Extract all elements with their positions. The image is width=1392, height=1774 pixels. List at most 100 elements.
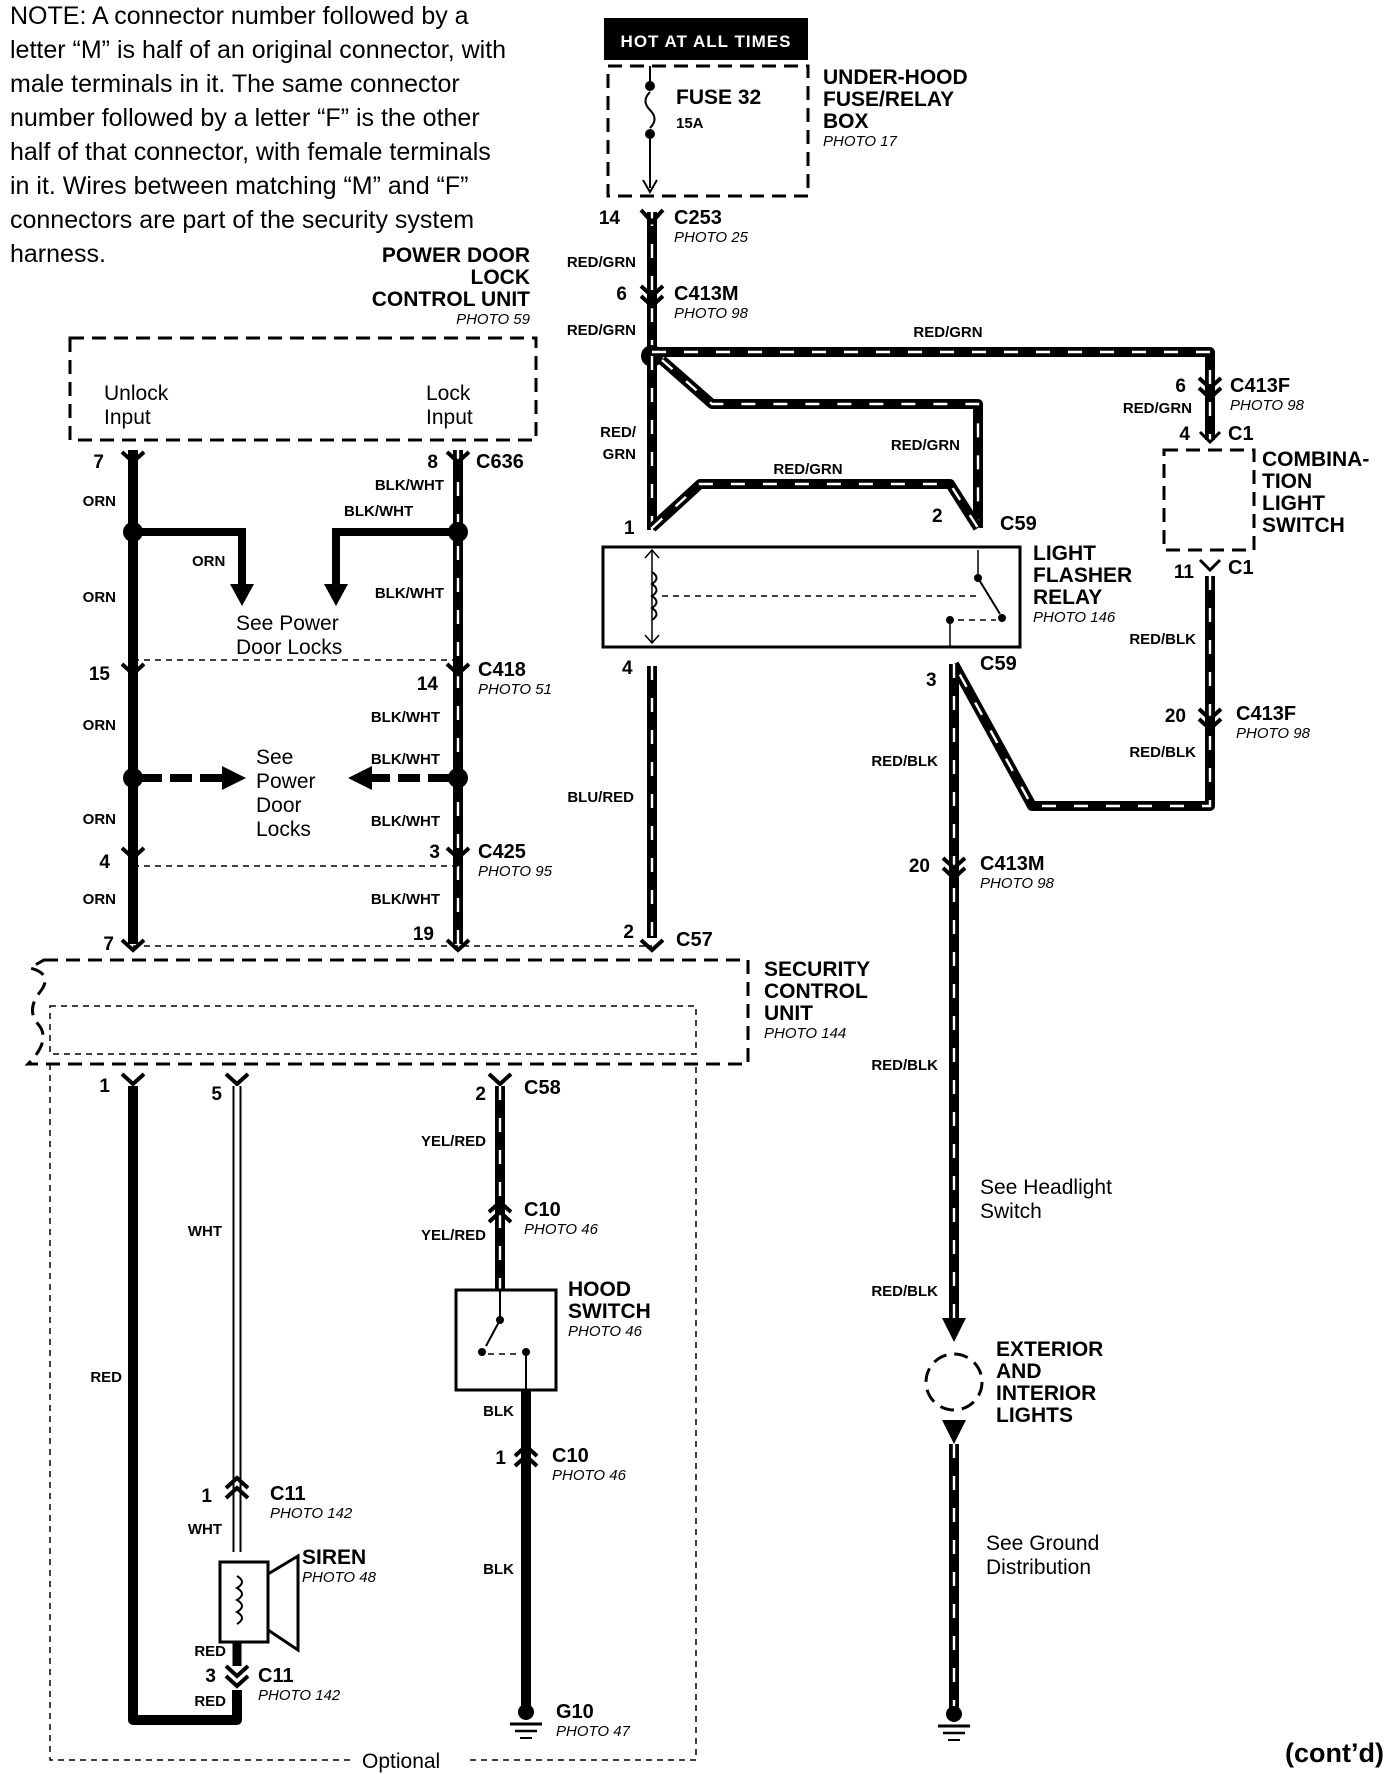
combination-light-switch-outline [1162, 448, 1256, 552]
wire-label: BLK/WHT [375, 585, 444, 602]
security-unit-inner-outline [49, 1005, 697, 1055]
c425-connector [120, 846, 471, 861]
arrow-down-icon [942, 1318, 966, 1342]
c413m-mid-pin: 20 [909, 856, 930, 877]
splice-point [448, 768, 468, 788]
c425-pin-l: 4 [99, 852, 110, 873]
c413f-mid-connector [1197, 707, 1223, 732]
c58-pin: 2 [475, 1084, 486, 1105]
wire-label: ORN [192, 553, 225, 570]
wire-label: RED [90, 1369, 122, 1386]
hood-switch-name: HOOD [568, 1278, 631, 1301]
c413m-top-connector [639, 284, 665, 309]
c418-pin-r: 14 [417, 674, 439, 695]
fuse-box-name: FUSE/RELAY [823, 88, 954, 111]
c10-top-connector [487, 1199, 513, 1224]
see-headlight-switch: See Headlight [980, 1176, 1112, 1199]
c10-bot-photo: PHOTO 46 [552, 1467, 627, 1484]
c10-bot-label: C10 [552, 1445, 589, 1467]
c413f-top-connector [1197, 376, 1223, 401]
wire-label: RED/ [600, 424, 637, 441]
c253-photo: PHOTO 25 [674, 229, 749, 246]
security-unit-name: UNIT [764, 1002, 813, 1025]
relay-name: LIGHT [1033, 542, 1096, 565]
fuse-box-outline [606, 64, 810, 198]
see-ground-distribution: Distribution [986, 1556, 1091, 1579]
c413f-mid-label: C413F [1236, 703, 1296, 725]
c413f-mid-photo: PHOTO 98 [1236, 725, 1311, 742]
c425-label: C425 [478, 841, 526, 863]
wire-label: RED/GRN [773, 461, 842, 478]
power-door-lock-unit-outline [68, 336, 538, 442]
security-unit-name: CONTROL [764, 980, 868, 1003]
see-power-door-locks-2: Door [256, 794, 302, 817]
arrow-down-icon [942, 1420, 966, 1444]
ground-icon [510, 1704, 542, 1739]
c11-bot-label: C11 [258, 1665, 294, 1687]
ext-lights-name: AND [996, 1360, 1042, 1383]
wire-label: BLK/WHT [371, 813, 440, 830]
see-power-door-locks: Door Locks [236, 636, 342, 659]
wire-label: RED [194, 1643, 226, 1660]
c59-top-pin1: 1 [624, 518, 635, 539]
relay-contacts-icon [946, 550, 1006, 647]
c58-label: C58 [524, 1077, 561, 1099]
see-power-door-locks-2: See [256, 746, 293, 769]
c413f-top-photo: PHOTO 98 [1230, 397, 1305, 414]
c11-bot-connector [224, 1664, 250, 1689]
wire-label: YEL/RED [421, 1227, 486, 1244]
note-line: half of that connector, with female term… [10, 138, 491, 166]
note-line: number followed by a letter “F” is the o… [10, 104, 480, 132]
c425-pin-r: 3 [429, 842, 440, 863]
c418-connector [120, 662, 471, 677]
c1-in-label: C1 [1228, 423, 1254, 445]
note-line: harness. [10, 240, 106, 268]
wire-label: GRN [603, 446, 636, 463]
fuse-box-name: BOX [823, 110, 869, 133]
g10-label: G10 [556, 1701, 594, 1723]
c1-out-connector [1198, 558, 1222, 573]
door-lock-unit-name: CONTROL UNIT [372, 288, 530, 311]
c11-top-photo: PHOTO 142 [270, 1505, 353, 1522]
ext-lights-name: LIGHTS [996, 1404, 1073, 1427]
see-ground-distribution: See Ground [986, 1532, 1099, 1555]
branch-orn-to-door-locks [133, 528, 254, 606]
relay-name: RELAY [1033, 586, 1102, 609]
fuse-box-name: UNDER-HOOD [823, 66, 968, 89]
c11-bot-photo: PHOTO 142 [258, 1687, 341, 1704]
wire-label: ORN [83, 891, 116, 908]
c11-bot-pin: 3 [205, 1666, 216, 1687]
wire-label: RED/GRN [567, 254, 636, 271]
hood-switch-outline [454, 1288, 558, 1392]
c413m-top-photo: PHOTO 98 [674, 305, 749, 322]
see-headlight-switch: Switch [980, 1200, 1042, 1223]
wire-red-grn-to-relay-pin2 [658, 356, 983, 528]
wire-label: RED/BLK [871, 1283, 938, 1300]
combination-switch-name: LIGHT [1262, 492, 1325, 515]
note-text: NOTE: A connector number followed by a l… [10, 2, 506, 268]
ext-lights-name: INTERIOR [996, 1382, 1096, 1405]
c636-label: C636 [476, 451, 524, 473]
wire-label: BLK/WHT [371, 709, 440, 726]
c253-label: C253 [674, 207, 722, 229]
wire-label: BLK/WHT [371, 751, 440, 768]
wire-label: RED/BLK [871, 753, 938, 770]
branch-blk-wht-to-door-locks [324, 528, 458, 606]
continued-label: (cont’d) [1285, 1738, 1384, 1768]
wire-label: RED/BLK [871, 1057, 938, 1074]
c58-connector [120, 1072, 513, 1087]
c253-pin: 14 [599, 208, 621, 229]
branch-orn-to-door-locks-2 [140, 766, 246, 790]
hood-switch-photo: PHOTO 46 [568, 1323, 643, 1340]
c636-pin-r: 8 [427, 452, 438, 473]
c11-top-connector [224, 1475, 250, 1500]
c57-pin: 19 [413, 924, 434, 945]
c413m-top-label: C413M [674, 283, 738, 305]
relay-photo: PHOTO 146 [1033, 609, 1116, 626]
c57-pin: 7 [103, 934, 114, 955]
wire-label: BLK/WHT [375, 477, 444, 494]
wire-label: WHT [188, 1521, 222, 1538]
c59-top-label: C59 [1000, 513, 1037, 535]
c10-bot-pin: 1 [495, 1448, 506, 1469]
branch-blk-wht-to-door-locks-2 [348, 766, 450, 790]
